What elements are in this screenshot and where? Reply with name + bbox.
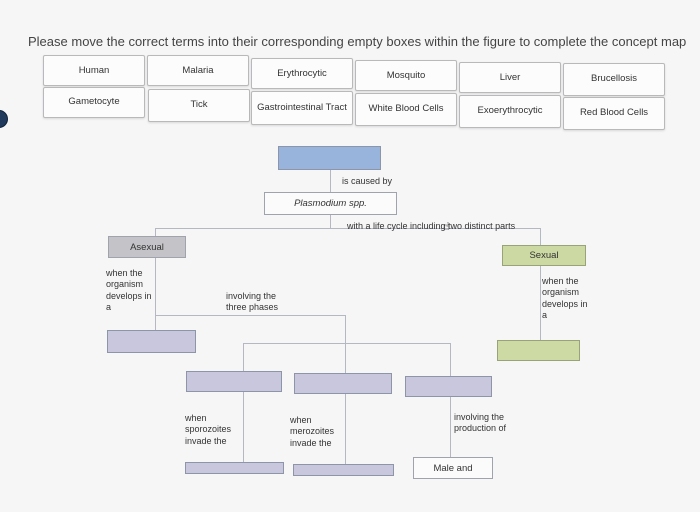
term-malaria[interactable]: Malaria (147, 55, 249, 86)
connector (345, 394, 346, 464)
sporozoites-text: when sporozoites invade the (185, 413, 232, 446)
connector (345, 315, 346, 343)
right-develops-text: when the organism develops in a (542, 276, 588, 320)
connector (330, 215, 331, 228)
connector (243, 343, 450, 344)
production-text: involving the production of (454, 412, 507, 434)
term-brucellosis[interactable]: Brucellosis (563, 63, 665, 96)
drop-box-phase-2[interactable] (294, 373, 392, 394)
term-liver[interactable]: Liver (459, 62, 561, 93)
connector (155, 258, 156, 330)
caused-by-text: is caused by (342, 176, 393, 186)
drop-box-merozoite-target[interactable] (293, 464, 394, 476)
merozoites-text: when merozoites invade the (290, 415, 335, 448)
mouse-cursor-icon: ☝ (443, 221, 450, 233)
connector (540, 266, 541, 340)
left-develops-text: when the organism develops in a (106, 268, 152, 312)
term-gastrointestinal-tract[interactable]: Gastrointestinal Tract (251, 91, 353, 125)
connector (345, 343, 346, 373)
edge-scroll-indicator[interactable] (0, 110, 8, 128)
sexual-label: Sexual (502, 245, 586, 266)
connector (330, 170, 331, 192)
drop-box-sexual-host[interactable] (497, 340, 580, 361)
term-tick[interactable]: Tick (148, 89, 250, 122)
term-white-blood-cells[interactable]: White Blood Cells (355, 93, 457, 126)
plasmodium-label: Plasmodium spp. (264, 192, 397, 215)
drop-box-sporozoite-target[interactable] (185, 462, 284, 474)
term-mosquito[interactable]: Mosquito (355, 60, 457, 91)
connector (155, 228, 540, 229)
term-erythrocytic[interactable]: Erythrocytic (251, 58, 353, 89)
drop-box-phase-3[interactable] (405, 376, 492, 397)
male-and-label: Male and (413, 457, 493, 479)
term-exoerythrocytic[interactable]: Exoerythrocytic (459, 95, 561, 128)
drop-box-asexual-host[interactable] (107, 330, 196, 353)
connector (540, 228, 541, 246)
term-human[interactable]: Human (43, 55, 145, 86)
drop-box-disease[interactable] (278, 146, 381, 170)
connector (155, 315, 345, 316)
connector (450, 397, 451, 457)
life-cycle-text: with a life cycle including two distinct… (347, 221, 516, 231)
connector (243, 392, 244, 462)
connector (155, 228, 156, 238)
connector (450, 343, 451, 376)
connector (243, 343, 244, 371)
asexual-label: Asexual (108, 236, 186, 258)
drop-box-phase-1[interactable] (186, 371, 282, 392)
instruction-text: Please move the correct terms into their… (28, 34, 687, 49)
term-gametocyte[interactable]: Gametocyte (43, 87, 145, 118)
three-phases-text: involving the three phases (226, 291, 279, 313)
term-red-blood-cells[interactable]: Red Blood Cells (563, 97, 665, 130)
